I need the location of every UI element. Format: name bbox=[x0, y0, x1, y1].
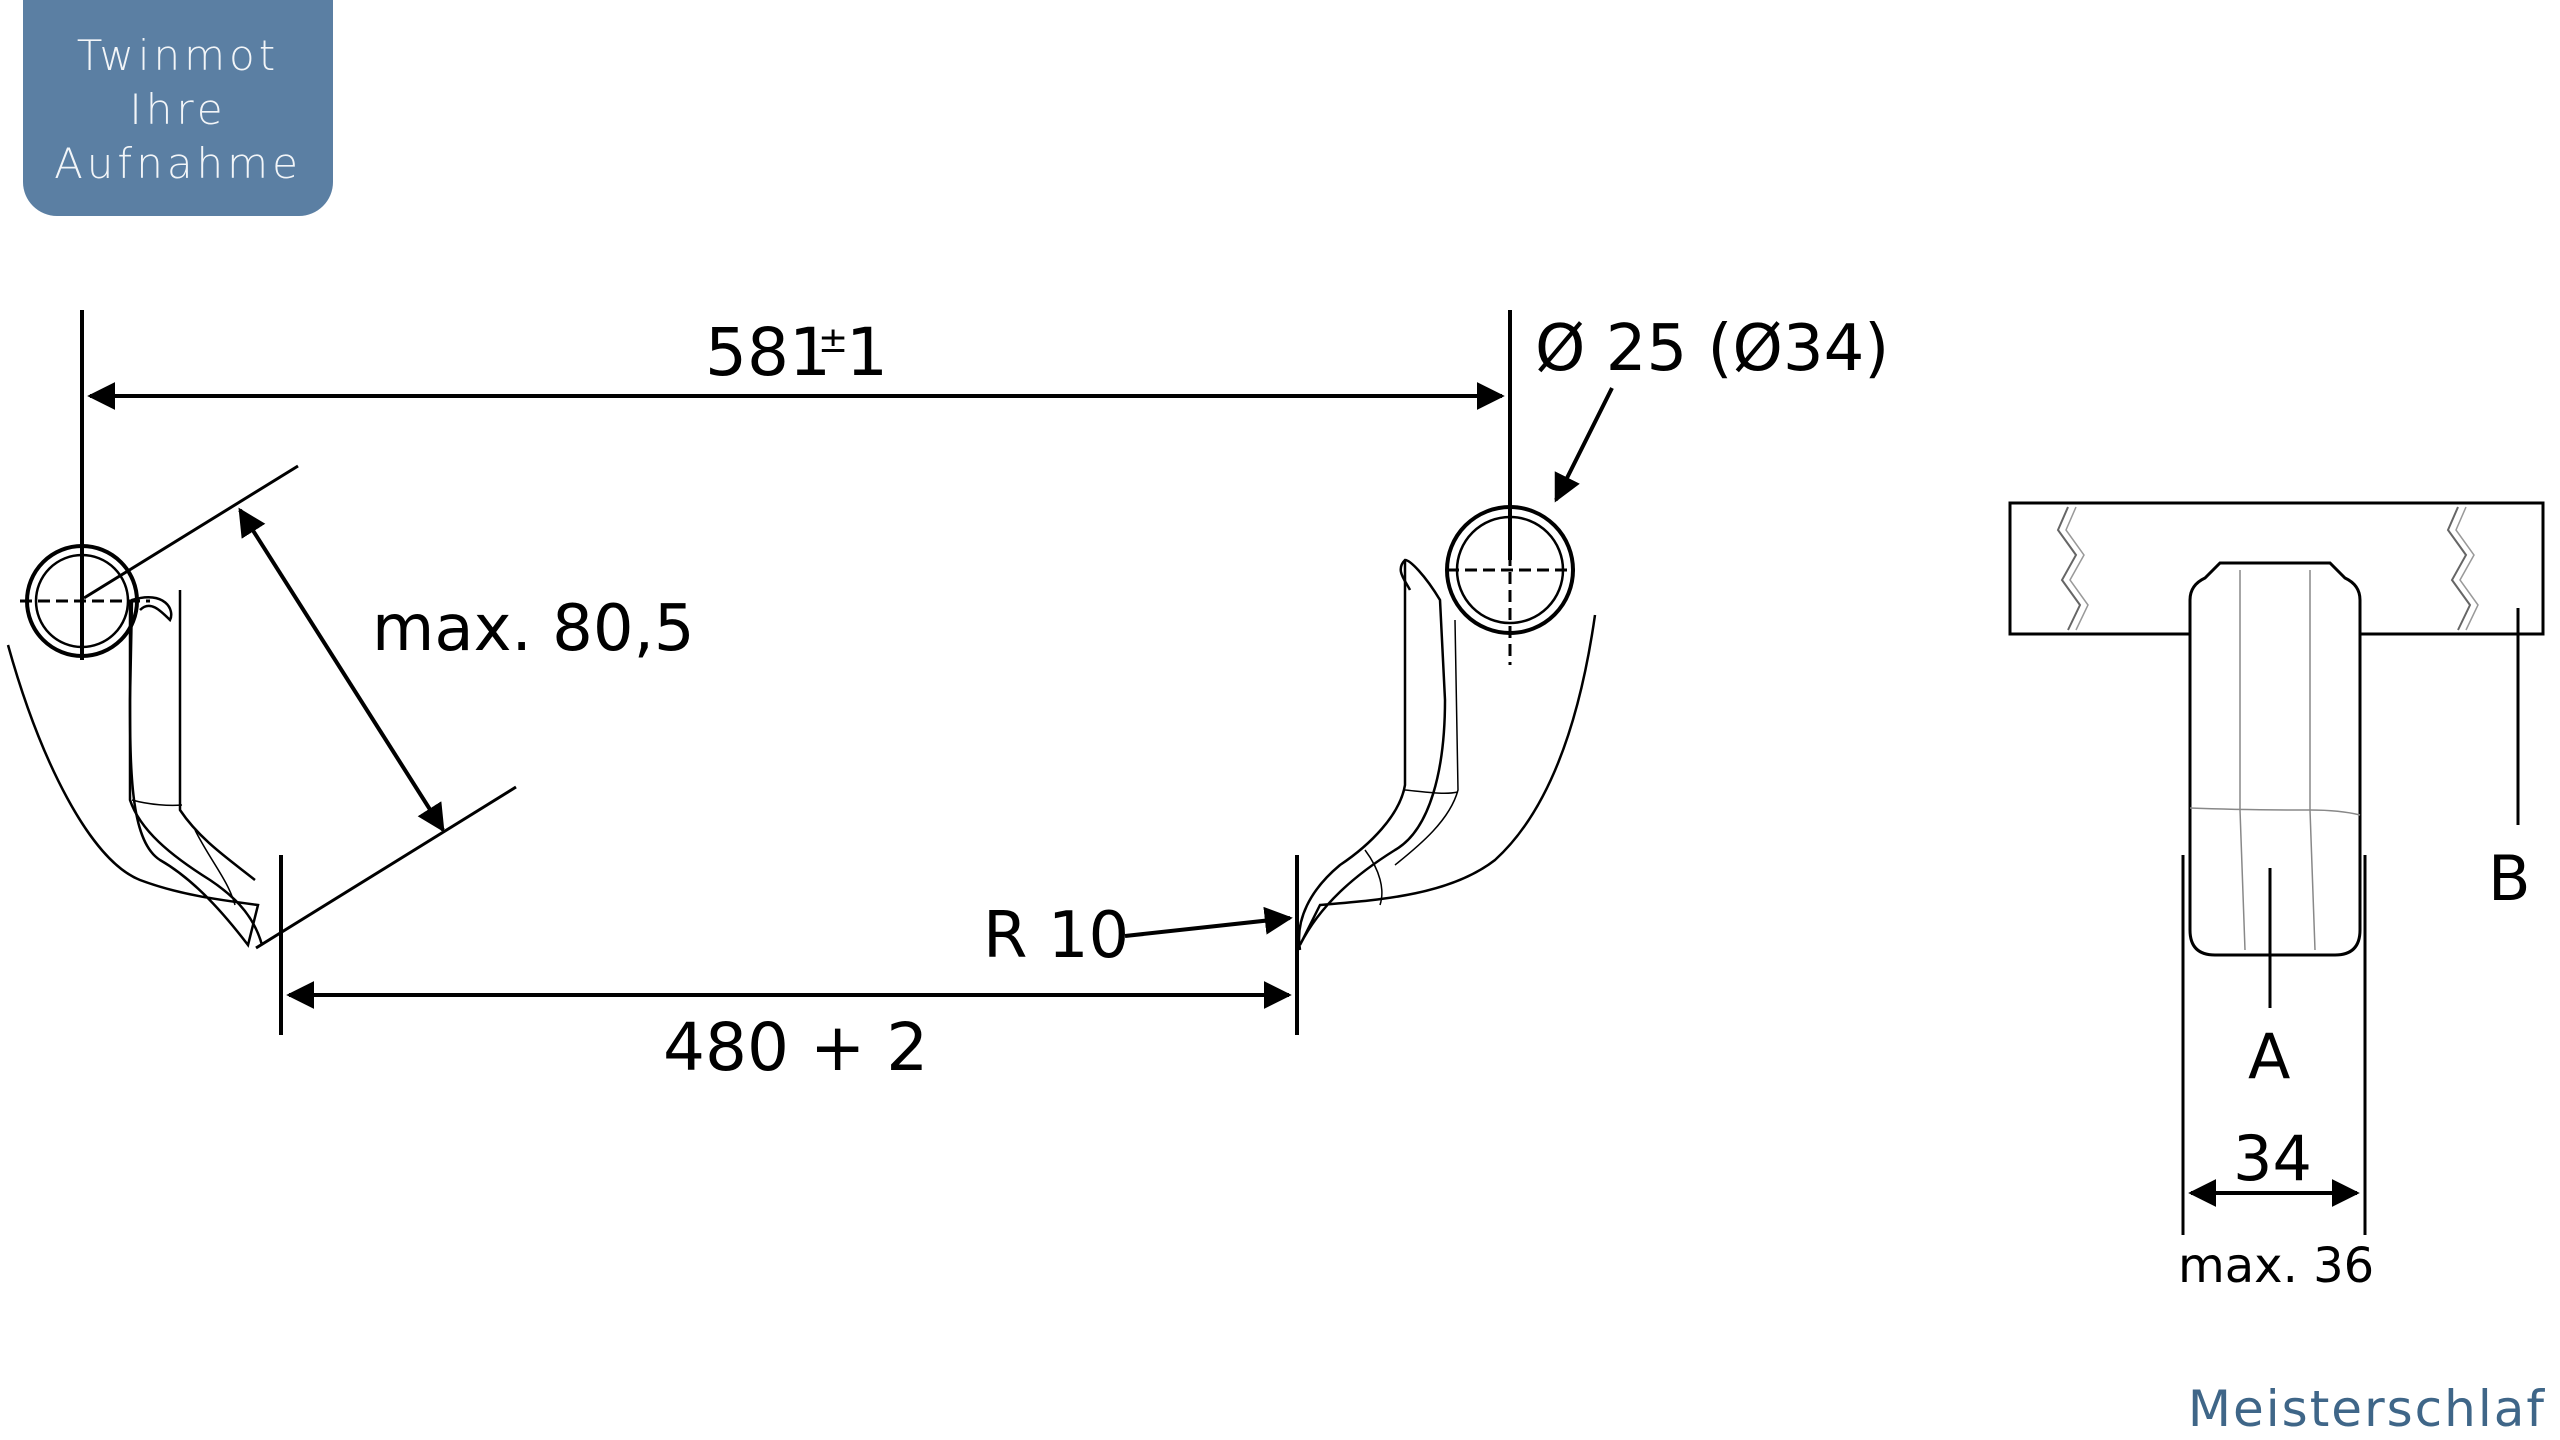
dim-581-text: 581 bbox=[705, 314, 831, 391]
dim-max-36-text: max. 36 bbox=[2178, 1238, 2374, 1294]
badge-line-1: Twinmot bbox=[76, 31, 280, 80]
badge-line-3: Aufnahme bbox=[54, 139, 302, 188]
label-a: A bbox=[2248, 1020, 2290, 1093]
twinmot-badge: Twinmot Ihre Aufnahme bbox=[23, 0, 333, 216]
badge-line-2: Ihre bbox=[129, 85, 227, 134]
left-fitting bbox=[6, 540, 264, 948]
label-b: B bbox=[2488, 842, 2531, 915]
dim-34-text: 34 bbox=[2233, 1122, 2312, 1195]
dim-radius-text: R 10 bbox=[983, 899, 1129, 973]
dimension-diameter: Ø 25 (Ø34) bbox=[1535, 312, 1889, 503]
dim-80-5-text: max. 80,5 bbox=[372, 592, 695, 666]
dimension-480: 480 + 2 bbox=[279, 855, 1299, 1086]
side-view bbox=[2008, 501, 2545, 1235]
right-fitting bbox=[1297, 500, 1597, 951]
dim-diameter-text: Ø 25 (Ø34) bbox=[1535, 312, 1889, 386]
dimension-80-5: max. 80,5 bbox=[83, 464, 695, 950]
dim-581-suffix: 1 bbox=[846, 314, 888, 391]
dim-480-text: 480 + 2 bbox=[663, 1009, 928, 1086]
dim-581-tolerance: ± bbox=[818, 320, 848, 361]
brand-logo: Meisterschlaf bbox=[2187, 1380, 2546, 1438]
dimension-radius: R 10 bbox=[983, 899, 1293, 973]
dimension-581: 581 ± 1 bbox=[80, 310, 1512, 660]
